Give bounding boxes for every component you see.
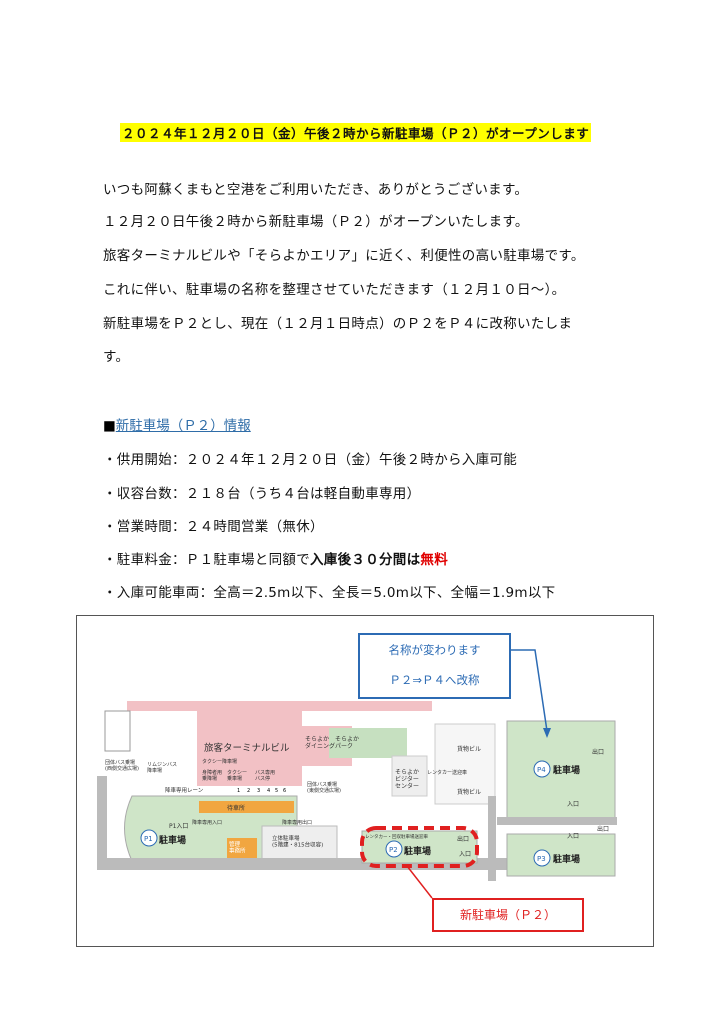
paragraph: 新駐車場をＰ２とし、現在（１２月１日時点）のＰ２をＰ４に改称いたしま: [103, 316, 573, 332]
tower-outline: [104, 710, 131, 752]
drop-exit-label: 降車専用出口: [282, 819, 312, 826]
rental-return-label: レンタカー・回収駐車場送迎車: [365, 833, 428, 840]
bus-stop: 3: [257, 788, 260, 794]
taxi-drop-label: タクシー降車場: [202, 758, 237, 765]
visitor-center: [391, 755, 428, 797]
rental-lot-label: レンタカー送迎車: [427, 769, 467, 776]
park-area: [329, 728, 407, 758]
east-road: [488, 796, 617, 881]
p3-exit-label: 出口: [597, 825, 609, 833]
bus-only-label: バス専用バス停: [255, 769, 275, 782]
p2-exit-label: 出口: [457, 835, 469, 843]
drop-lane-label: 降車専用レーン: [165, 786, 204, 794]
p3-circle: [533, 849, 551, 867]
info-capacity: ・収容台数：２１８台（うち４台は軽自動車専用）: [103, 486, 421, 502]
p4-exit-label: 出口: [592, 748, 604, 756]
paragraph: １２月２０日午後２時から新駐車場（Ｐ２）がオープンいたします。: [103, 214, 529, 230]
rename-callout: 名称が変わります Ｐ２⇒Ｐ４へ改称: [358, 633, 511, 699]
p1-circle: [140, 829, 158, 847]
group-bus-east-label: 団体バス乗場(東側交通広場): [307, 781, 341, 794]
group-bus-label: 団体バス乗場(西側交通広場): [105, 759, 139, 772]
p3-entrance-label: 入口: [567, 833, 579, 840]
bus-stop: 5: [275, 788, 278, 794]
bus-stop: 1: [237, 788, 240, 794]
new-p2-arrow: [406, 865, 433, 899]
p4-circle: [533, 760, 551, 778]
rename-line1: 名称が変わります: [388, 643, 481, 657]
cargo-label-1: 貨物ビル: [457, 745, 481, 753]
office-building: [227, 838, 257, 858]
drop-entrance-label: 降車専用入口: [192, 819, 222, 826]
garage-building: [261, 825, 338, 862]
airport-map: 旅客ターミナルビル そらよかダイニング そらよかパーク そらよかビジターセンター…: [97, 649, 617, 899]
fee-free: 無料: [420, 552, 449, 568]
park-label: そらよかパーク: [335, 736, 359, 750]
fee-prefix: ・駐車料金：Ｐ１駐車場と同額で: [103, 552, 310, 568]
p4-area: [506, 720, 616, 822]
terminal-label: 旅客ターミナルビル: [204, 742, 290, 754]
waiting-strip: [199, 801, 294, 813]
paragraph: 旅客ターミナルビルや「そらよかエリア」に近く、利便性の高い駐車場です。: [103, 248, 585, 264]
map-frame: [76, 615, 654, 947]
garage-label: 立体駐車場(5階建・815台収容): [272, 834, 323, 848]
paragraph: す。: [103, 349, 130, 365]
p3-name: 駐車場: [553, 853, 580, 865]
info-hours: ・営業時間：２４時間営業（無休）: [103, 519, 324, 535]
new-p2-callout: 新駐車場（Ｐ２）: [432, 898, 584, 932]
pickup-label: 身障者用乗降場: [202, 769, 222, 782]
office-label: 管理事務所: [229, 840, 246, 854]
p2-entrance-label: 入口: [459, 851, 471, 858]
p4-name: 駐車場: [553, 764, 580, 776]
info-vehicle: ・入庫可能車両：全高＝2.5m以下、全長＝5.0m以下、全幅＝1.9m以下: [103, 585, 556, 601]
p2-highlight: [360, 826, 479, 868]
rename-arrow: [509, 649, 548, 732]
terminal-building: [197, 716, 302, 786]
taxi-ride-label: タクシー乗車場: [227, 769, 247, 782]
rename-arrowhead: [543, 728, 551, 738]
paragraph: いつも阿蘇くまもと空港をご利用いただき、ありがとうございます。: [103, 182, 529, 198]
rename-line2: Ｐ２⇒Ｐ４へ改称: [389, 673, 480, 687]
waiting-label: 待車所: [227, 804, 245, 812]
fee-bold: 入庫後３０分間は: [310, 552, 421, 568]
bus-stops: 1 2 3 4 5 6: [237, 788, 286, 794]
p4-badge: P4: [537, 766, 546, 774]
p4-entrance-label: 入口: [567, 801, 579, 808]
p2-circle: [385, 840, 403, 858]
cargo-label-2: 貨物ビル: [457, 788, 481, 796]
cargo-area: [434, 723, 496, 805]
headline: ２０２４年１２月２０日（金）午後２時から新駐車場（Ｐ２）がオープンします: [120, 123, 592, 142]
info-open: ・供用開始：２０２４年１２月２０日（金）午後２時から入庫可能: [103, 452, 517, 468]
bus-stop: 6: [283, 788, 286, 794]
bus-stop: 4: [267, 788, 270, 794]
p1-badge: P1: [144, 835, 153, 843]
section-marker: ■: [103, 418, 116, 434]
section-link[interactable]: 新駐車場（Ｐ２）情報: [115, 418, 251, 434]
p1-name: 駐車場: [159, 834, 186, 846]
info-fee: ・駐車料金：Ｐ１駐車場と同額で入庫後３０分間は無料: [103, 548, 448, 568]
p3-area: [506, 833, 616, 877]
dining-label: そらよかダイニング: [305, 736, 335, 750]
p1-entrance-label: P1入口: [169, 823, 188, 830]
paragraph: これに伴い、駐車場の名称を整理させていただきます（１２月１０日～）。: [103, 282, 566, 298]
p2-name: 駐車場: [404, 845, 431, 857]
bus-stop: 2: [247, 788, 250, 794]
p3-badge: P3: [537, 855, 546, 863]
p2-badge: P2: [389, 846, 398, 854]
limousine-label: リムジンバス降車場: [147, 762, 177, 774]
visitor-label: そらよかビジターセンター: [395, 769, 419, 790]
section-title: ■新駐車場（Ｐ２）情報: [103, 414, 251, 434]
